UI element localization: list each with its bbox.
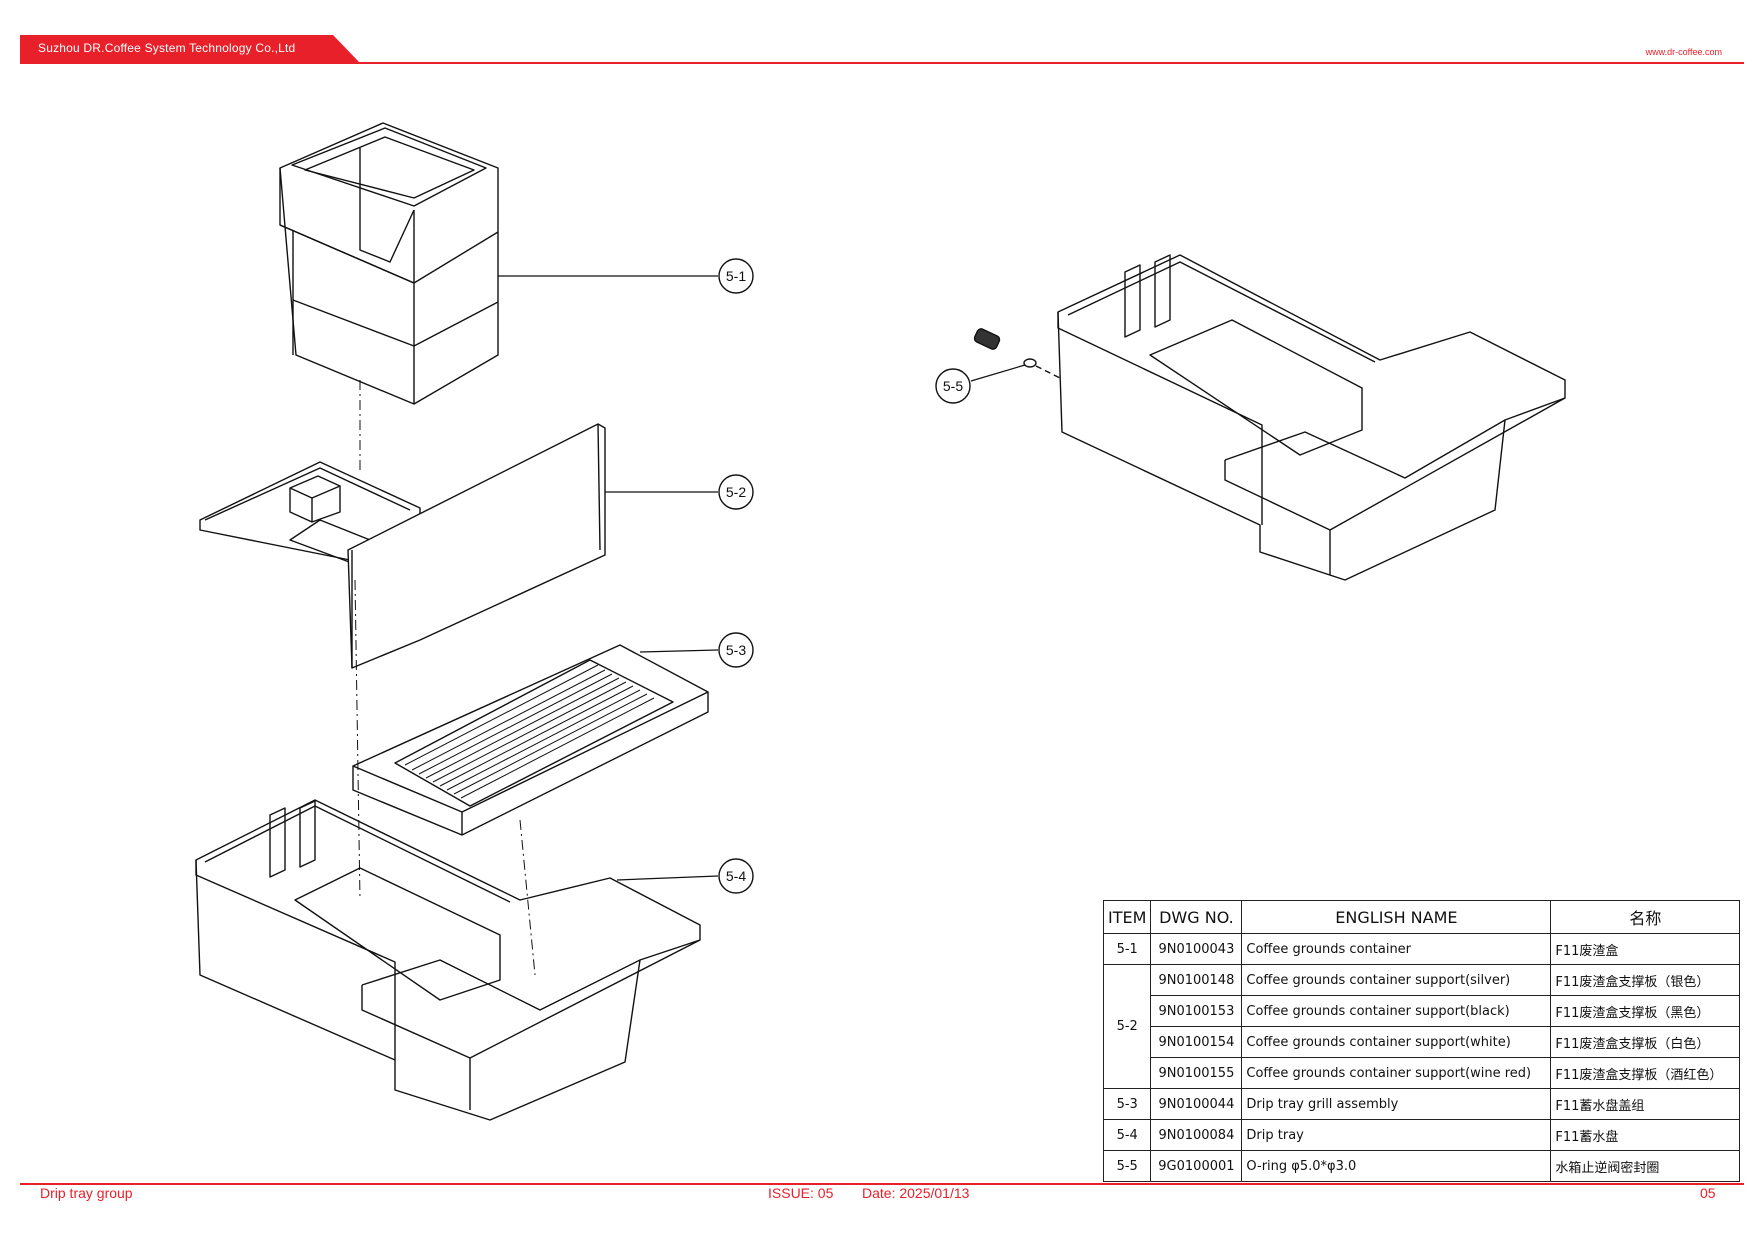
- footer-rule: [20, 1183, 1744, 1185]
- company-name: Suzhou DR.Coffee System Technology Co.,L…: [38, 41, 296, 55]
- part-container-support: [199, 423, 606, 669]
- header-banner: [20, 35, 360, 63]
- callout-5-2: 5-2: [726, 484, 746, 500]
- table-row: 5-5 9G0100001 O-ring φ5.0*φ3.0 水箱止逆阀密封圈: [1102, 1150, 1741, 1182]
- leader-lines: [498, 275, 1026, 881]
- table-row: 5-3 9N0100044 Drip tray grill assembly F…: [1102, 1088, 1741, 1120]
- table-row: 9N0100154 Coffee grounds container suppo…: [1104, 1026, 1741, 1058]
- website-url: www.dr-coffee.com: [1645, 47, 1722, 57]
- callout-5-3: 5-3: [726, 642, 746, 658]
- callout-5-1: 5-1: [726, 268, 746, 284]
- callout-5-4: 5-4: [726, 868, 746, 884]
- part-drip-tray: [195, 799, 701, 1121]
- part-coffee-grounds-container: [279, 122, 499, 405]
- col-english-name: ENGLISH NAME: [1241, 900, 1552, 934]
- footer-page-number: 05: [1700, 1185, 1716, 1201]
- footer-issue: ISSUE: 05: [768, 1185, 834, 1201]
- col-chinese-name: 名称: [1550, 900, 1741, 934]
- part-drip-tray-assembled: [973, 254, 1566, 581]
- col-dwg-no: DWG NO.: [1150, 900, 1243, 934]
- table-row: 5-2 9N0100148 Coffee grounds container s…: [1102, 964, 1741, 1089]
- col-item: ITEM: [1102, 900, 1152, 934]
- footer-title: Drip tray group: [40, 1185, 133, 1201]
- footer-date: Date: 2025/01/13: [862, 1185, 970, 1201]
- table-row: 5-1 9N0100043 Coffee grounds container F…: [1102, 933, 1741, 965]
- parts-table: ITEM DWG NO. ENGLISH NAME 名称 5-1 9N01000…: [1102, 900, 1741, 1182]
- assembly-axes: [354, 380, 536, 976]
- table-row: 9N0100155 Coffee grounds container suppo…: [1104, 1057, 1741, 1089]
- callout-5-5: 5-5: [943, 378, 963, 394]
- o-ring-valve: [973, 328, 1001, 350]
- table-row: 5-4 9N0100084 Drip tray F11蓄水盘: [1102, 1119, 1741, 1151]
- table-row: 9N0100153 Coffee grounds container suppo…: [1104, 995, 1741, 1027]
- part-drip-tray-grill: [352, 644, 709, 836]
- header-rule: [20, 62, 1744, 64]
- callout-circles: [718, 258, 971, 894]
- table-header-row: ITEM DWG NO. ENGLISH NAME 名称: [1102, 900, 1741, 934]
